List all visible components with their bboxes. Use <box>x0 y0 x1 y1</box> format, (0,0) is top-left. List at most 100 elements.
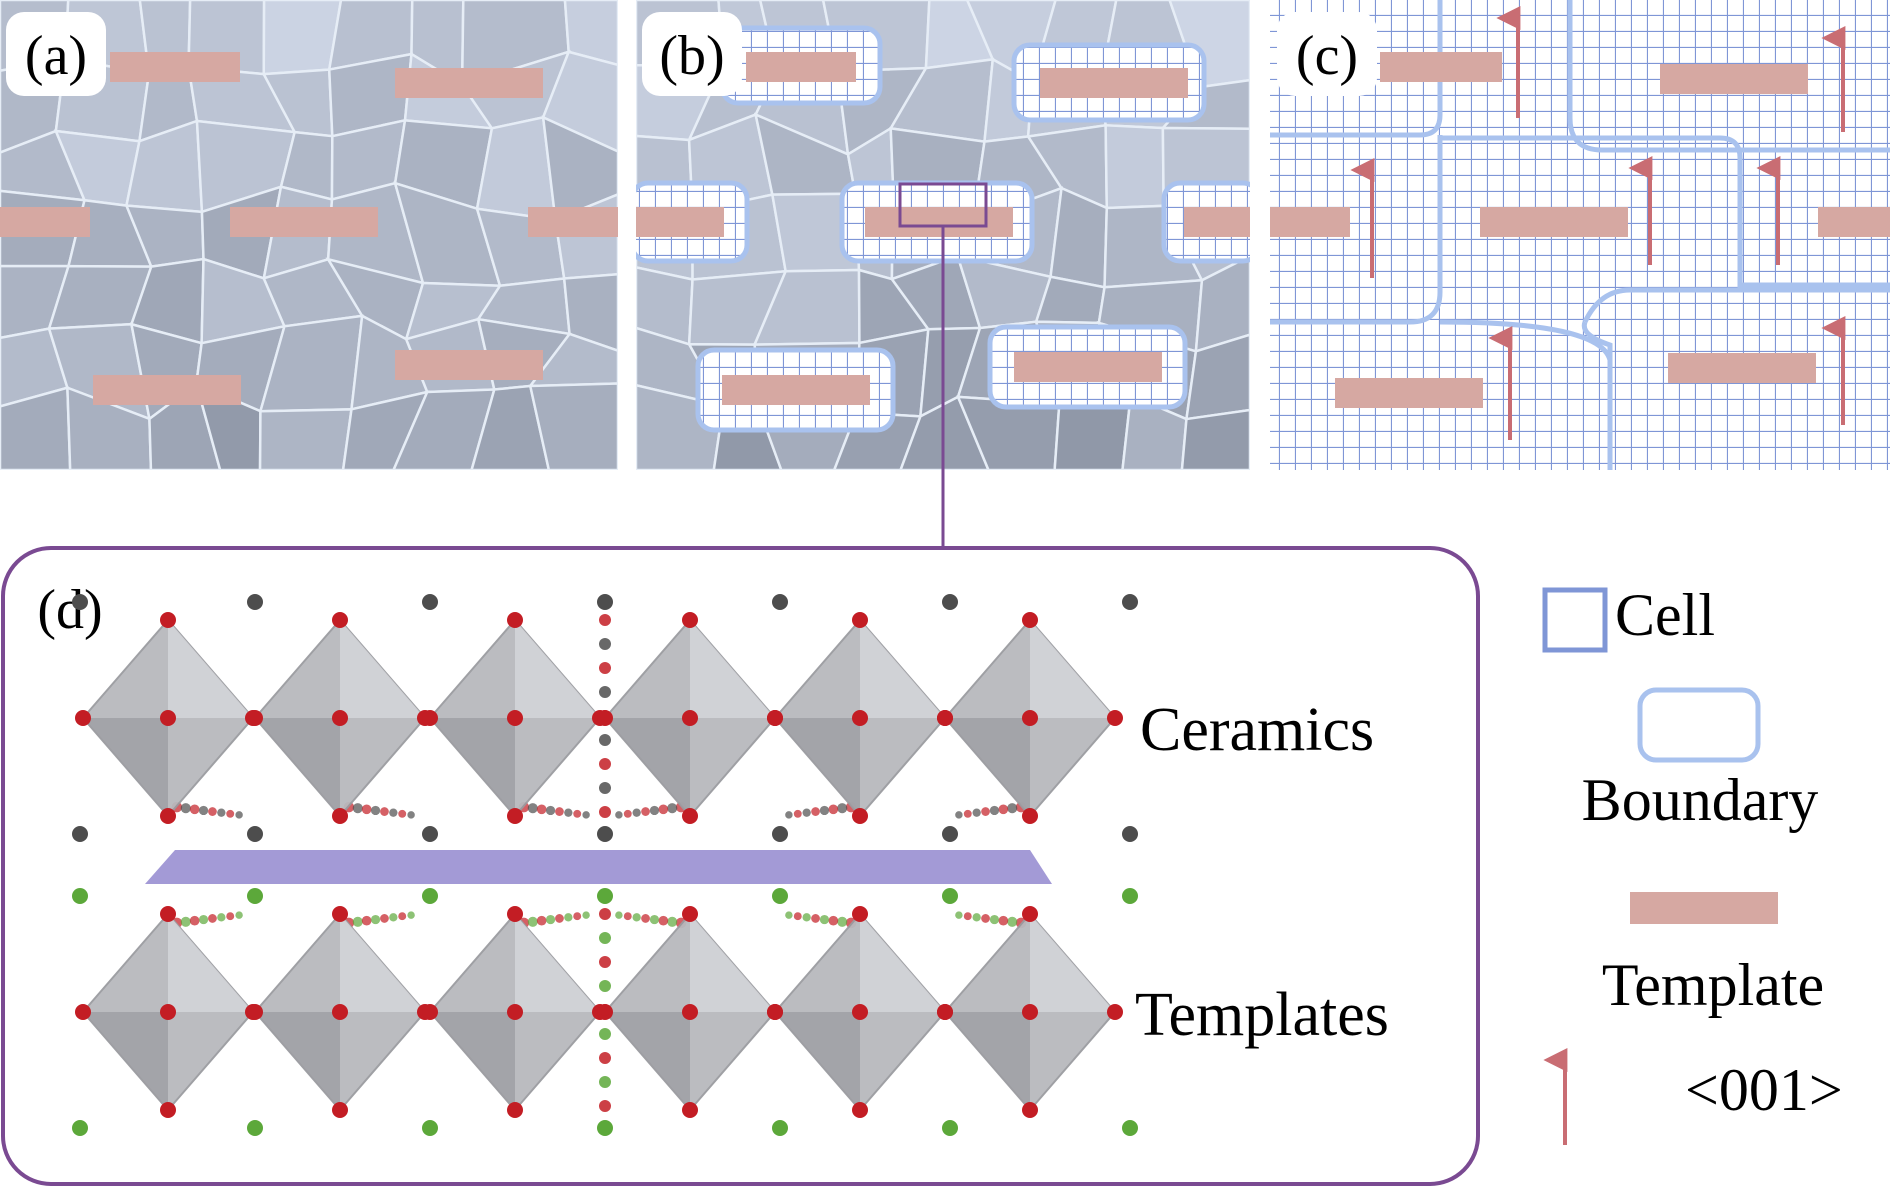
atom <box>217 913 226 922</box>
octahedron-face <box>1030 914 1115 1012</box>
atom <box>802 808 811 817</box>
grain-boundary <box>1582 287 1890 324</box>
oxygen-atom <box>682 710 698 726</box>
octahedron-face <box>860 914 945 1012</box>
template-bar <box>1040 68 1188 98</box>
oxygen-atom <box>507 808 523 824</box>
template-bar <box>0 207 90 237</box>
atom <box>208 914 217 923</box>
oxygen-atom <box>682 1102 698 1118</box>
atom <box>599 1052 611 1064</box>
atom <box>527 803 538 814</box>
atom <box>536 804 547 815</box>
oxygen-atom <box>332 906 348 922</box>
legend: Cell Boundary Template <001> <box>1542 582 1843 1145</box>
oxygen-atom <box>160 906 176 922</box>
a-site-atom <box>422 888 438 904</box>
oxygen-atom <box>1022 612 1038 628</box>
atom <box>837 803 848 814</box>
panel-label-c: (c) <box>1296 25 1358 87</box>
atom <box>819 805 830 816</box>
atom <box>361 804 372 815</box>
atom <box>998 804 1009 815</box>
octahedron-face <box>945 1012 1030 1110</box>
a-site-atom <box>597 888 613 904</box>
oxygen-atom <box>507 1004 523 1020</box>
template-bar <box>865 207 1013 237</box>
atom <box>564 913 573 922</box>
oxygen-atom <box>1107 710 1123 726</box>
atom <box>998 915 1009 926</box>
template-bar <box>1660 64 1808 94</box>
oxygen-atom <box>682 906 698 922</box>
oxygen-atom <box>852 1004 868 1020</box>
interface-plane <box>145 850 1052 884</box>
atom <box>582 911 590 919</box>
template-swatch <box>1630 892 1778 924</box>
octahedron-face <box>83 718 168 816</box>
atom <box>599 1076 611 1088</box>
atom <box>573 912 582 921</box>
atom <box>599 932 611 944</box>
templates-label: Templates <box>1135 981 1389 1049</box>
a-site-atom <box>772 1120 788 1136</box>
grain <box>541 115 618 222</box>
octahedron-face <box>1030 620 1115 718</box>
panel-d: (d) Ceramics Templates <box>1 546 1480 1186</box>
atom <box>582 811 590 819</box>
legend-template-label: Template <box>1602 952 1824 1018</box>
panel-a: (a) <box>0 0 618 470</box>
template-bar <box>230 207 378 237</box>
atom <box>545 805 556 816</box>
atom <box>599 734 611 746</box>
oxygen-atom <box>852 808 868 824</box>
oxygen-atom <box>160 612 176 628</box>
grain-boundary <box>1270 0 1443 138</box>
atom <box>649 805 660 816</box>
a-site-atom <box>422 594 438 610</box>
octahedron-face <box>690 914 775 1012</box>
oxygen-atom <box>682 612 698 628</box>
template-bar <box>1335 378 1483 408</box>
octahedron-face <box>168 914 253 1012</box>
atom <box>599 614 611 626</box>
panel-label-a: (a) <box>25 25 87 87</box>
atom <box>599 686 611 698</box>
panel-c: (c) <box>1270 0 1890 470</box>
template-bar <box>1480 207 1628 237</box>
oxygen-atom <box>937 1004 953 1020</box>
oxygen-atom <box>507 1102 523 1118</box>
template-bar <box>636 207 724 237</box>
a-site-atom <box>772 826 788 842</box>
template-bar <box>395 350 543 380</box>
oxygen-atom <box>852 612 868 628</box>
template-bar <box>1184 207 1250 237</box>
template-bar <box>1818 207 1890 237</box>
a-site-atom <box>597 1120 613 1136</box>
a-site-atom <box>942 594 958 610</box>
oxygen-atom <box>247 1004 263 1020</box>
legend-direction: <001> <box>1543 1048 1843 1145</box>
a-site-atom <box>1122 1120 1138 1136</box>
atom <box>615 911 623 919</box>
oxygen-atom <box>852 1102 868 1118</box>
oxygen-atom <box>682 1004 698 1020</box>
octahedron-face <box>255 718 340 816</box>
atom <box>785 911 793 919</box>
oxygen-atom <box>1022 808 1038 824</box>
atom <box>623 912 632 921</box>
atom <box>361 915 372 926</box>
atom <box>352 916 363 927</box>
template-bar <box>1668 353 1816 383</box>
oxygen-atom <box>767 1004 783 1020</box>
octahedron-face <box>945 718 1030 816</box>
atom <box>599 908 611 920</box>
panel-label-b: (b) <box>659 25 724 87</box>
oxygen-atom <box>422 710 438 726</box>
a-site-atom <box>422 826 438 842</box>
oxygen-atom <box>75 710 91 726</box>
atom <box>235 811 243 819</box>
atom <box>599 758 611 770</box>
atom <box>555 807 564 816</box>
panel-label-d: (d) <box>37 579 102 641</box>
